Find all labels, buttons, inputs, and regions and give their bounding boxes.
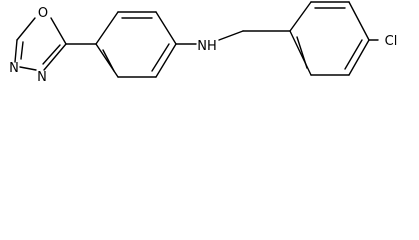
oxadiazole-ring (14, 17, 67, 71)
ring-inner-bond (344, 39, 363, 70)
ring-inner-bond (102, 49, 115, 72)
ring-bond (348, 39, 370, 76)
ring-bond (95, 43, 119, 78)
ring-inner-bond (296, 36, 308, 69)
chlorine-atom-label: Cl (385, 34, 398, 49)
phenyl-ring (95, 11, 177, 78)
bond-o-c2 (50, 17, 67, 45)
bond-n4-c5 (14, 39, 18, 63)
ring-inner-bond (151, 43, 170, 72)
bond-nh-ch2 (218, 30, 244, 41)
ring-bond (289, 1, 312, 32)
ring-bond (155, 43, 177, 78)
bond-c2-n3-inner (42, 44, 61, 65)
oxygen-atom-label: O (38, 6, 48, 21)
bond-c2-n3 (43, 43, 67, 71)
ring-bond (95, 11, 119, 45)
nitrogen-atom-label-left: N (9, 61, 19, 76)
amine-nh-label: NH (197, 39, 217, 54)
ring-bond (289, 30, 312, 76)
ring-bond (155, 11, 177, 45)
bond-n3-n4 (19, 66, 37, 71)
nitrogen-atom-label-right: N (37, 70, 47, 85)
bond-c5-o (16, 17, 36, 41)
ring-bond (348, 1, 370, 41)
chlorophenyl-ring (289, 1, 370, 76)
bond-n4-c5-inner (20, 41, 24, 60)
chemical-structure: O N N NH Cl (9, 1, 398, 85)
